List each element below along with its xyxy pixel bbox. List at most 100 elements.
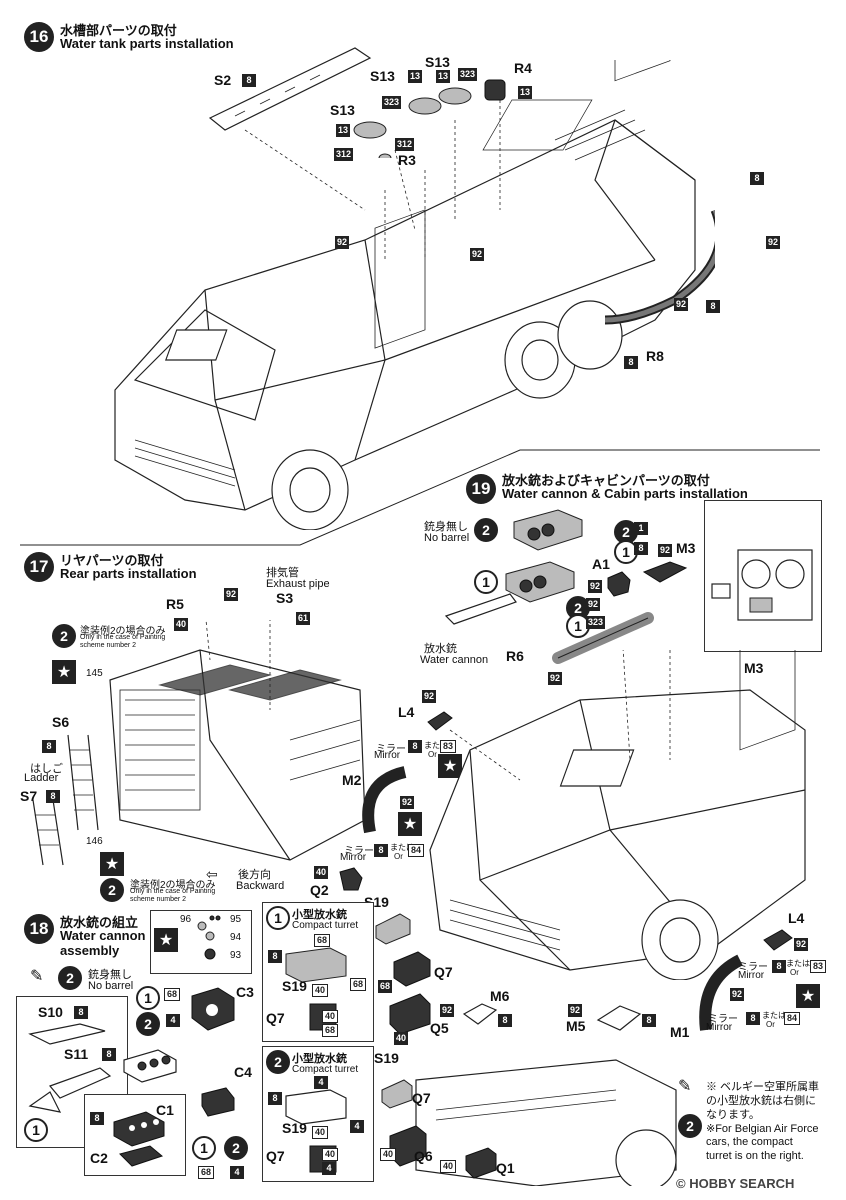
color-chip: 40 <box>394 1032 409 1045</box>
scheme2-jp: 塗装例2の場合のみ <box>80 626 166 637</box>
color-chip: 68 <box>314 934 331 947</box>
part-r8-label: R8 <box>646 348 664 364</box>
callout-96: 96 <box>180 914 192 925</box>
mirror-en: Mirror <box>738 970 765 981</box>
color-chip: 40 <box>312 984 329 997</box>
part-m2-label: M2 <box>342 772 362 788</box>
part-q1-label: Q1 <box>496 1160 515 1176</box>
part-m1-label: M1 <box>670 1024 690 1040</box>
color-chip: 92 <box>224 588 239 601</box>
color-chip: 312 <box>334 148 354 161</box>
part-m3-label: M3 <box>676 540 696 556</box>
color-chip: 84 <box>784 1012 801 1025</box>
color-chip: 83 <box>810 960 827 973</box>
step-18-title-jp: 放水銃の組立 <box>60 915 139 930</box>
or-en: Or <box>790 968 799 977</box>
step-16-title-en: Water tank parts installation <box>60 36 234 51</box>
step-19-cab-drawing <box>429 650 806 980</box>
mirror-en: Mirror <box>706 1022 733 1033</box>
m3-detail-drawing <box>711 549 813 621</box>
star-icon: ★ <box>438 754 462 778</box>
or-en: Or <box>394 852 403 861</box>
color-chip: 92 <box>470 248 485 261</box>
compact-jp: 小型放水銃 <box>292 909 347 921</box>
color-chip: 8 <box>74 1006 88 1019</box>
part-m3-drawing <box>642 561 688 583</box>
part-m1-drawing <box>699 954 743 1031</box>
part-s3-label: S3 <box>276 590 294 606</box>
note-en-3: turret is on the right. <box>706 1150 804 1162</box>
scheme-1-badge: 1 <box>24 1118 48 1142</box>
color-chip: 68 <box>378 980 393 993</box>
turret-no-barrel-drawing <box>513 509 583 551</box>
s19-q7-q5-drawing <box>375 913 431 1035</box>
part-s10-label: S10 <box>38 1004 63 1020</box>
step-18-title-en1: Water cannon <box>60 928 146 943</box>
or-en: Or <box>766 1020 775 1029</box>
part-r3-label: R3 <box>398 152 416 168</box>
color-chip: 92 <box>586 598 601 611</box>
or-jp: または <box>786 959 810 968</box>
color-chip: 8 <box>374 844 388 857</box>
scheme-1-badge: 1 <box>136 986 160 1010</box>
part-s19-label: S19 <box>282 1120 307 1136</box>
cannon-jp: 放水銃 <box>424 643 457 655</box>
color-chip: 92 <box>794 938 809 951</box>
mirror-en: Mirror <box>374 750 401 761</box>
callout-95: 95 <box>230 914 242 925</box>
star-icon: ★ <box>154 928 178 952</box>
scheme2-en2: scheme number 2 <box>80 642 137 649</box>
color-chip: 8 <box>268 1092 282 1105</box>
color-chip: 4 <box>314 1076 328 1089</box>
color-chip: 40 <box>440 1160 457 1173</box>
color-chip: 92 <box>674 298 689 311</box>
color-chip: 8 <box>90 1112 104 1125</box>
step-16-truck-drawing <box>114 60 715 530</box>
color-chip: 92 <box>766 236 781 249</box>
color-chip: 40 <box>380 1148 397 1161</box>
step-16-title-jp: 水槽部パーツの取付 <box>60 23 177 38</box>
part-c3-drawing <box>191 987 235 1031</box>
part-s13-drawings <box>353 79 506 158</box>
color-chip: 13 <box>408 70 423 83</box>
part-l4-drawing <box>427 711 453 731</box>
color-chip: 40 <box>322 1148 339 1161</box>
step-17-number: 17 <box>24 552 54 582</box>
watermark: © HOBBY SEARCH <box>676 1176 795 1191</box>
part-s6-label: S6 <box>52 714 70 730</box>
color-chip: 92 <box>548 672 563 685</box>
part-s2-drawing <box>208 47 372 131</box>
star-icon: ★ <box>796 984 820 1008</box>
scheme2-en1: Only in the case of Painting <box>80 634 166 641</box>
scheme-1-badge: 1 <box>474 570 498 594</box>
or-jp: または <box>390 843 414 852</box>
turret-with-barrel-drawing <box>444 561 575 625</box>
callout-146: 146 <box>86 836 103 847</box>
color-chip: 4 <box>350 1120 364 1133</box>
ladder-en: Ladder <box>24 772 59 784</box>
part-q7-label: Q7 <box>434 964 453 980</box>
scheme-1-badge: 1 <box>192 1136 216 1160</box>
part-q6-label: Q6 <box>414 1148 433 1164</box>
part-s13-label: S13 <box>425 54 450 70</box>
scheme-2-badge: 2 <box>474 518 498 542</box>
color-chip: 84 <box>408 844 425 857</box>
part-q5-label: Q5 <box>430 1020 449 1036</box>
scheme-1-badge: 1 <box>266 906 290 930</box>
cannon-en: Water cannon <box>420 654 489 666</box>
callout-93: 93 <box>230 950 242 961</box>
part-m5-label: M5 <box>566 1018 586 1034</box>
color-chip: 83 <box>440 740 457 753</box>
color-chip: 4 <box>230 1166 244 1179</box>
color-chip: 8 <box>624 356 638 369</box>
color-chip: 323 <box>586 616 606 629</box>
part-c2-label: C2 <box>90 1150 108 1166</box>
color-chip: 312 <box>395 138 415 151</box>
section-divider <box>20 449 820 546</box>
color-chip: 68 <box>198 1166 215 1179</box>
part-r4-label: R4 <box>514 60 532 76</box>
step-19-title-jp: 放水銃およびキャビンパーツの取付 <box>502 473 710 488</box>
color-chip: 92 <box>422 690 437 703</box>
color-chip: 13 <box>518 86 533 99</box>
compact-en: Compact turret <box>292 1064 359 1075</box>
